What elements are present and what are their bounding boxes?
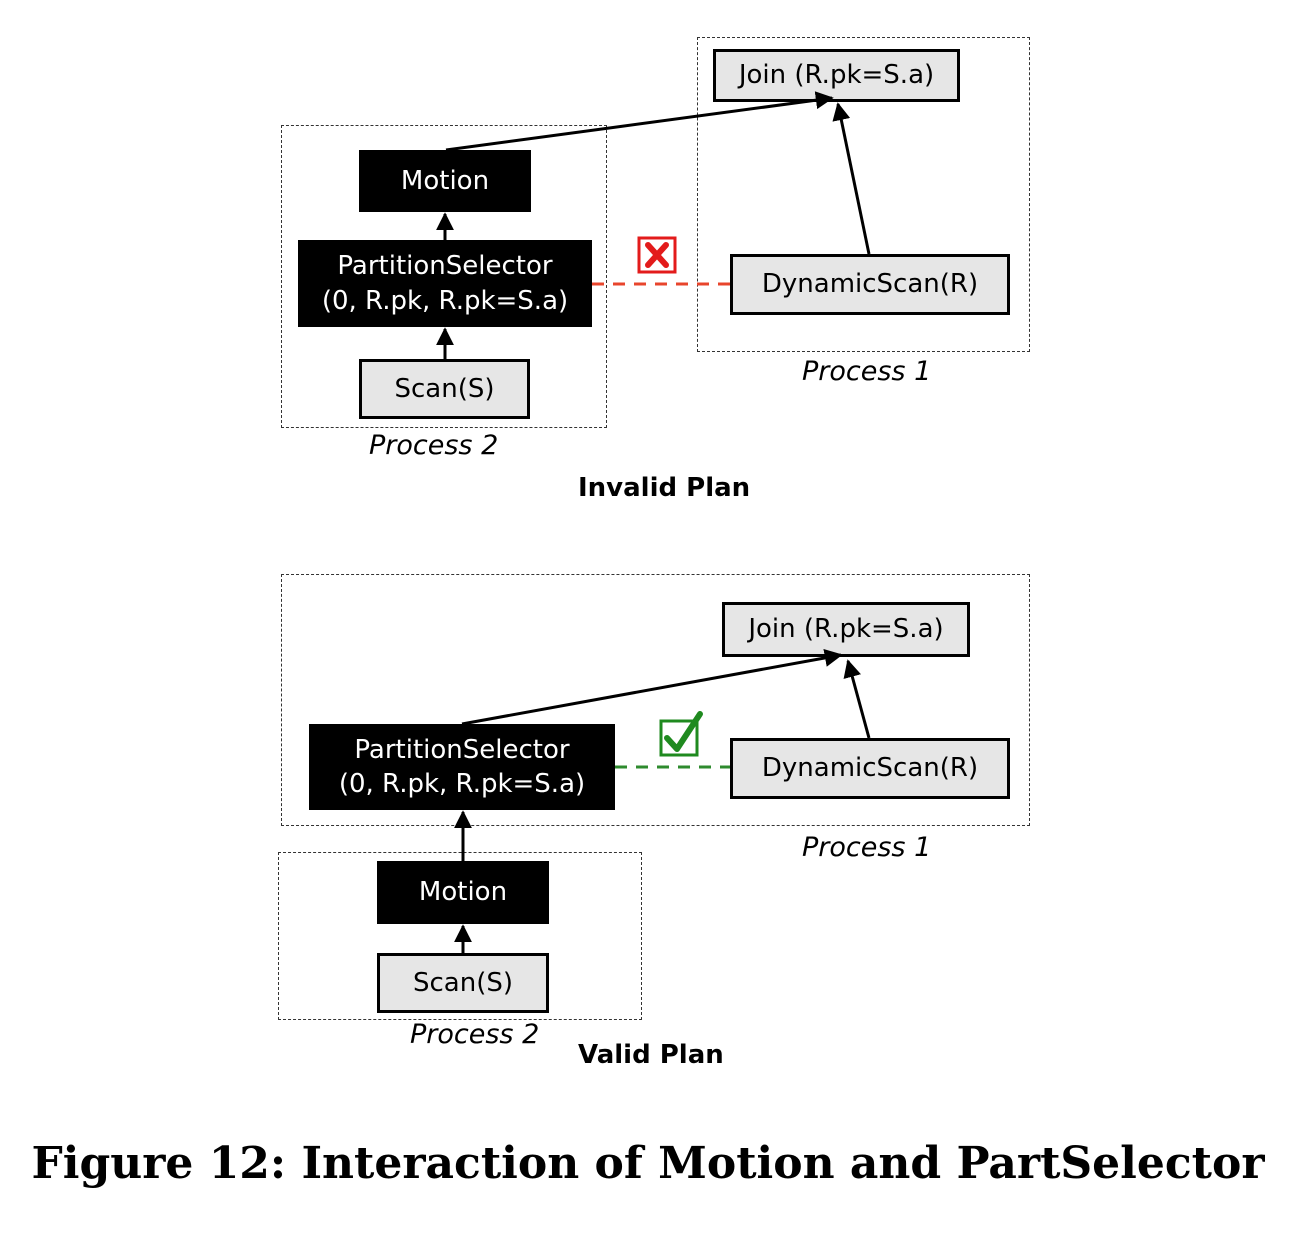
invalid-plan-process2-label: Process 2 <box>369 430 499 461</box>
valid-edge-partselector-to-join <box>461 649 843 726</box>
valid-edge-dynamicscan-to-join <box>843 659 871 739</box>
valid-plan-partition-selector-node: PartitionSelector (0, R.pk, R.pk=S.a) <box>309 724 615 810</box>
invalid-edge-motion-to-join <box>445 91 834 152</box>
valid-plan-dynamic-scan-node: DynamicScan(R) <box>730 738 1010 799</box>
red-x-checkbox-icon <box>637 236 677 274</box>
partition-selector-params: (0, R.pk, R.pk=S.a) <box>321 285 569 316</box>
valid-plan-join-node: Join (R.pk=S.a) <box>722 602 970 657</box>
join-node-label: Join (R.pk=S.a) <box>738 60 935 91</box>
invalid-plan-join-node: Join (R.pk=S.a) <box>713 49 960 102</box>
invalid-plan-partition-selector-node: PartitionSelector (0, R.pk, R.pk=S.a) <box>298 240 592 327</box>
valid-plan-process1-box <box>281 574 1030 826</box>
dynamic-scan-node-label: DynamicScan(R) <box>761 269 979 300</box>
scan-node-label: Scan(S) <box>394 373 495 404</box>
valid-plan-title: Valid Plan <box>578 1040 724 1070</box>
invalid-plan-dynamic-scan-node: DynamicScan(R) <box>730 254 1010 315</box>
valid-plan-motion-node: Motion <box>377 861 549 924</box>
invalid-plan-process1-label: Process 1 <box>802 356 932 387</box>
invalid-plan-process1-box <box>697 37 1030 352</box>
valid-plan-scan-node: Scan(S) <box>377 953 549 1013</box>
figure-caption: Figure 12: Interaction of Motion and Par… <box>31 1138 1265 1189</box>
invalid-plan-motion-node: Motion <box>359 150 531 212</box>
invalid-plan-title: Invalid Plan <box>578 473 751 503</box>
invalid-plan-process2-box <box>281 125 607 428</box>
invalid-plan-scan-node: Scan(S) <box>359 359 530 419</box>
green-checkmark-checkbox-icon <box>659 711 703 757</box>
valid-plan-process1-label: Process 1 <box>802 832 932 863</box>
partition-selector-params: (0, R.pk, R.pk=S.a) <box>338 769 586 799</box>
valid-plan-process2-box <box>278 852 642 1020</box>
invalid-edge-dynamicscan-to-join <box>832 102 871 255</box>
partition-selector-title: PartitionSelector <box>354 734 570 765</box>
dynamic-scan-node-label: DynamicScan(R) <box>761 753 979 784</box>
join-node-label: Join (R.pk=S.a) <box>748 614 944 645</box>
scan-node-label: Scan(S) <box>412 967 513 998</box>
valid-plan-process2-label: Process 2 <box>410 1019 540 1050</box>
partition-selector-title: PartitionSelector <box>337 251 553 282</box>
motion-node-label: Motion <box>400 165 490 196</box>
motion-node-label: Motion <box>418 877 508 908</box>
